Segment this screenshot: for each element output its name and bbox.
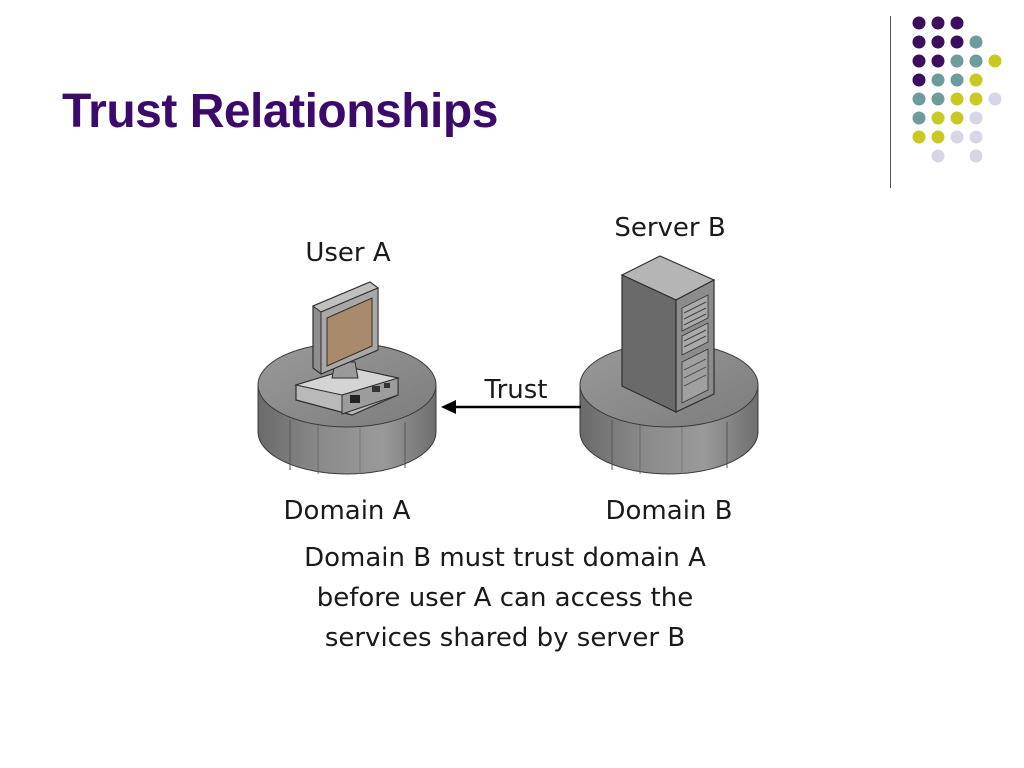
- decorative-dot: [931, 92, 945, 106]
- decorative-dot: [950, 92, 964, 106]
- decorative-dot: [969, 35, 983, 49]
- decorative-dot: [912, 73, 926, 87]
- decorative-dot: [988, 92, 1002, 106]
- computer-icon: [294, 281, 400, 416]
- domain-a-label: Domain A: [284, 496, 411, 526]
- decorative-dot: [931, 54, 945, 68]
- decorative-dot: [931, 16, 945, 30]
- decorative-dot: [969, 54, 983, 68]
- decorative-dot: [950, 130, 964, 144]
- decorative-dot: [912, 54, 926, 68]
- decorative-dot: [969, 92, 983, 106]
- decorative-dot: [969, 73, 983, 87]
- server-b-label: Server B: [614, 213, 725, 243]
- decorative-dot: [969, 130, 983, 144]
- decorative-dot: [969, 111, 983, 125]
- decorative-dot: [950, 111, 964, 125]
- decorative-dot: [912, 92, 926, 106]
- slide-title: Trust Relationships: [62, 85, 498, 138]
- decorative-dot: [912, 111, 926, 125]
- server-icon: [620, 255, 716, 413]
- decorative-dot: [988, 54, 1002, 68]
- decorative-dot: [950, 16, 964, 30]
- decorative-dot: [931, 35, 945, 49]
- caption-line: before user A can access the: [316, 583, 694, 613]
- trust-arrow: [441, 400, 581, 414]
- decorative-dot-grid: [912, 16, 1002, 163]
- decorative-dot: [969, 149, 983, 163]
- decorative-dot: [950, 73, 964, 87]
- decorative-dot: [912, 35, 926, 49]
- decorative-dot: [950, 35, 964, 49]
- decorative-dot: [950, 54, 964, 68]
- domain-b-label: Domain B: [606, 496, 733, 526]
- decorative-dot: [931, 149, 945, 163]
- decorative-dot: [912, 16, 926, 30]
- caption-line: Domain B must trust domain A: [304, 543, 706, 573]
- user-a-label: User A: [305, 238, 391, 268]
- decorative-dot: [912, 130, 926, 144]
- caption-line: services shared by server B: [324, 623, 686, 653]
- trust-label: Trust: [484, 375, 548, 405]
- decorative-dot: [931, 111, 945, 125]
- diagram-caption: Domain B must trust domain A before user…: [250, 538, 760, 658]
- title-divider: [890, 16, 891, 188]
- decorative-dot: [931, 73, 945, 87]
- decorative-dot: [931, 130, 945, 144]
